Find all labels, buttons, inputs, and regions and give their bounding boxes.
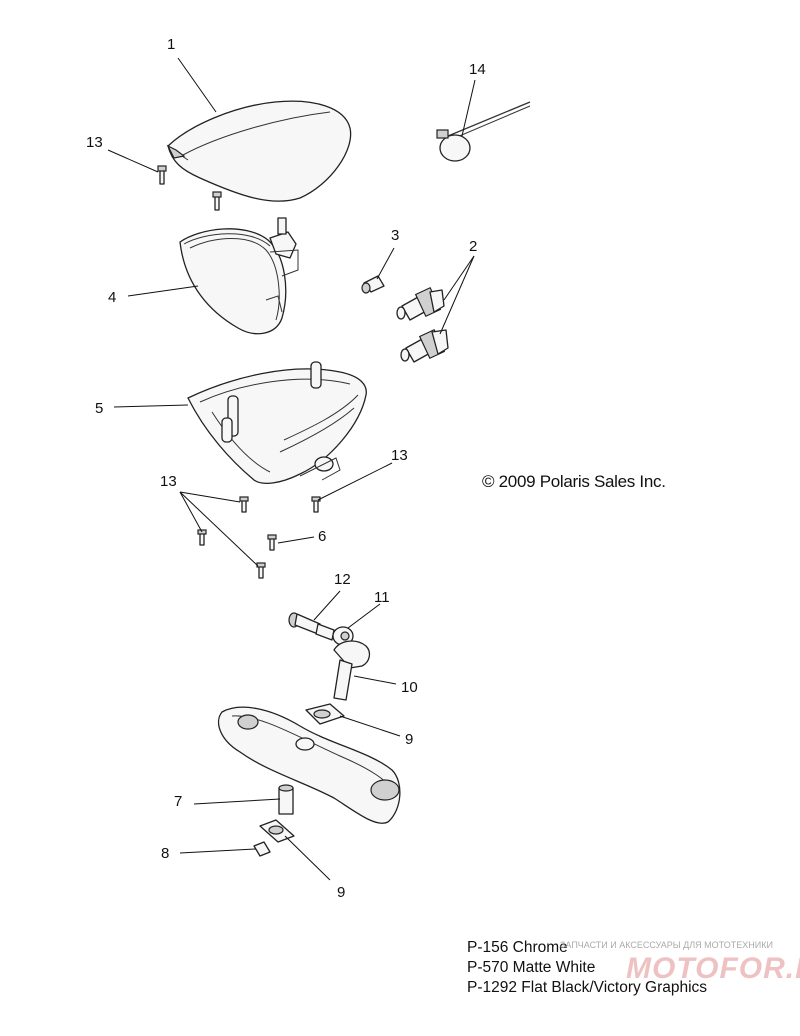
callout-14: 14 xyxy=(469,61,486,78)
leader-lines xyxy=(107,57,476,881)
finish-code-matte-white: P-570 Matte White xyxy=(467,959,596,976)
part-7-spacer xyxy=(278,784,294,815)
part-2-headlamp-bulbs xyxy=(396,286,449,363)
part-4-headlight-housing xyxy=(179,217,299,335)
callout-numbers: 1 13 14 3 2 4 5 13 13 6 12 11 10 9 7 8 9 xyxy=(86,36,486,901)
callout-6: 6 xyxy=(318,528,326,545)
triple-clamp xyxy=(217,706,401,824)
callout-12: 12 xyxy=(334,571,351,588)
callout-8: 8 xyxy=(161,845,169,862)
finish-codes-list: P-156 Chrome P-570 Matte White P-1292 Fl… xyxy=(467,938,707,998)
part-8-nut xyxy=(253,841,271,857)
callout-9-upper: 9 xyxy=(405,731,413,748)
callout-9-lower: 9 xyxy=(337,884,345,901)
callout-13-left: 13 xyxy=(160,473,177,490)
callout-10: 10 xyxy=(401,679,418,696)
screw-fasteners xyxy=(157,165,321,579)
copyright-notice: © 2009 Polaris Sales Inc. xyxy=(482,472,666,491)
callout-5: 5 xyxy=(95,400,103,417)
callout-2: 2 xyxy=(469,238,477,255)
callout-11: 11 xyxy=(374,589,390,606)
callout-4: 4 xyxy=(108,289,116,306)
finish-code-flat-black: P-1292 Flat Black/Victory Graphics xyxy=(467,979,708,996)
callout-13-right: 13 xyxy=(391,447,408,464)
callout-13-top: 13 xyxy=(86,134,103,151)
callout-7: 7 xyxy=(174,793,182,810)
watermark-logo: MOTOFOR.RU xyxy=(626,952,800,985)
part-11-bushing xyxy=(332,626,354,646)
callout-3: 3 xyxy=(391,227,399,244)
part-10-mount-bracket xyxy=(333,640,371,701)
part-12-bolt xyxy=(288,612,335,641)
part-3-bulb xyxy=(361,275,385,294)
part-9-lower-grommet xyxy=(259,819,295,843)
part-1-headlight-cover xyxy=(166,100,352,202)
part-14-cable-tie xyxy=(436,101,531,162)
part-9-upper-grommet xyxy=(305,703,345,725)
watermark-text: ЗАПЧАСТИ И АКСЕССУАРЫ ДЛЯ МОТОТЕХНИКИ xyxy=(560,940,773,950)
part-5-headlight-bezel xyxy=(187,361,367,485)
finish-code-chrome: P-156 Chrome xyxy=(467,939,568,956)
callout-1: 1 xyxy=(167,36,175,53)
